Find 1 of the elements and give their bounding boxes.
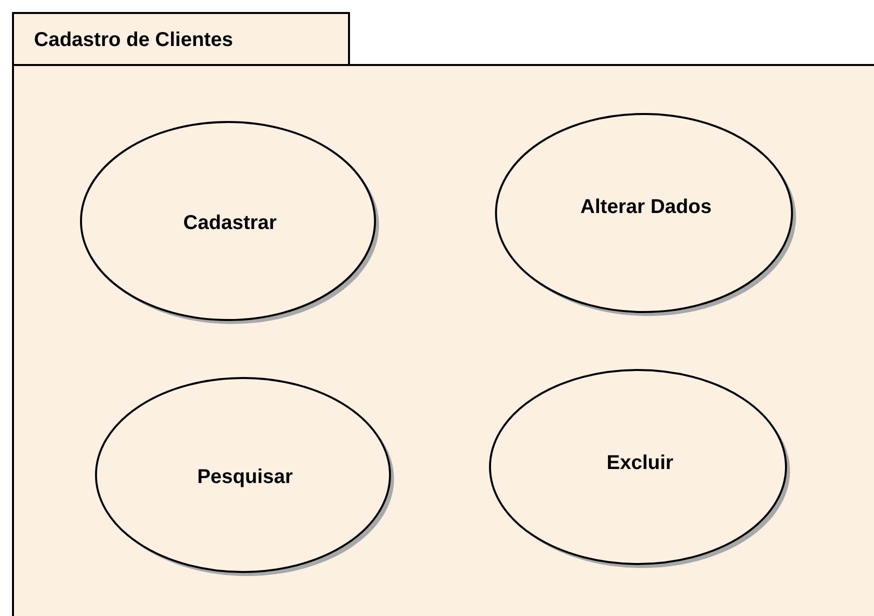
package-tab: Cadastro de Clientes xyxy=(12,12,350,66)
